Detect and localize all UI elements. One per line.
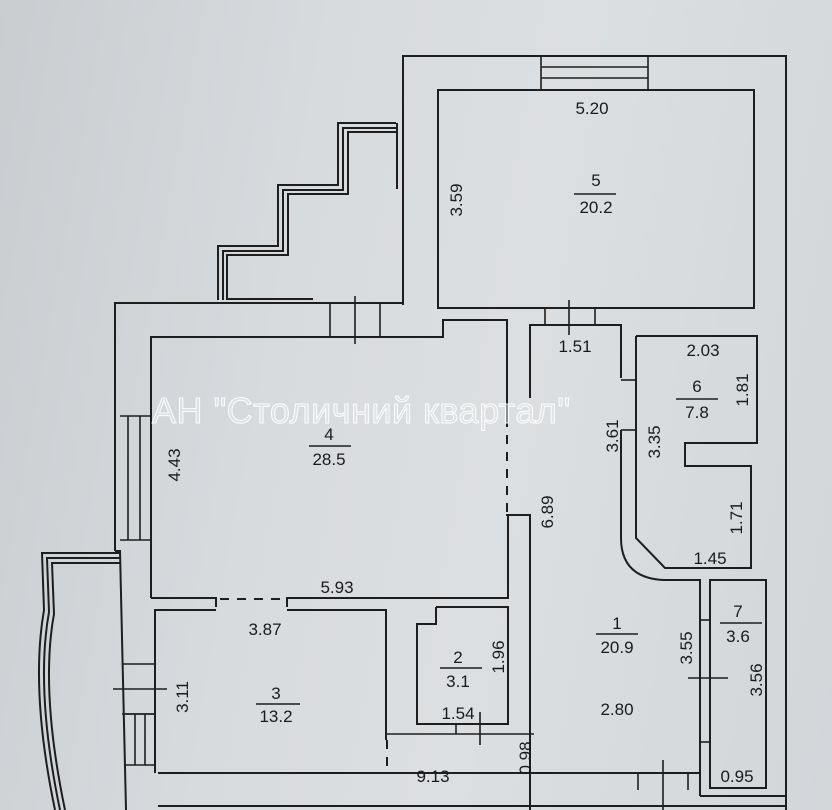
room-1-label: 1 20.9: [596, 614, 638, 657]
balcony: [38, 552, 120, 810]
watermark: АН "Столичний квартал": [152, 390, 571, 431]
room-3-walls: [113, 609, 387, 773]
dim-room6-bottom: 1.45: [693, 549, 726, 568]
dim-room5-width: 5.20: [575, 99, 608, 118]
dim-room4-width: 5.93: [320, 578, 353, 597]
dim-bottom-length: 9.13: [416, 767, 449, 786]
dim-room5-height: 3.59: [447, 183, 466, 216]
room-5-area: 20.2: [579, 198, 612, 217]
room-5-label: 5 20.2: [574, 171, 616, 217]
dim-corridor-length: 6.89: [538, 495, 557, 528]
dim-room3-left: 3.11: [173, 681, 192, 713]
dim-room2-bottom: 1.54: [441, 704, 474, 723]
staircase: [217, 122, 398, 300]
room-6-number: 6: [692, 377, 701, 396]
room-3-number: 3: [271, 684, 280, 703]
dim-corridor-top: 1.51: [558, 337, 591, 356]
dim-room3-top: 3.87: [248, 620, 281, 639]
dim-room6-right-lower: 1.71: [727, 501, 746, 534]
room-5-number: 5: [591, 171, 600, 190]
room-4-number: 4: [324, 425, 333, 444]
room-7-area: 3.6: [726, 627, 750, 646]
room-2-area: 3.1: [446, 672, 470, 691]
dim-room6-outer-left: 3.61: [603, 419, 622, 452]
dim-room7-bottom: 0.95: [720, 767, 753, 786]
room-4-walls: [120, 296, 531, 810]
room-6-walls: [635, 335, 758, 569]
room-5-walls: [437, 56, 755, 335]
room-6-label: 6 7.8: [676, 377, 718, 422]
dim-room6-top: 2.03: [686, 341, 719, 360]
room-6-area: 7.8: [685, 403, 709, 422]
outer-walls: [114, 55, 787, 810]
dim-room6-left: 3.35: [645, 425, 664, 458]
room-2-number: 2: [453, 648, 462, 667]
dim-room1-ceiling: 2.80: [600, 700, 633, 719]
room-2-walls: [386, 606, 534, 745]
dim-room2-right: 1.96: [489, 640, 508, 673]
room-1-number: 1: [612, 614, 621, 633]
room-2-label: 2 3.1: [440, 648, 482, 691]
dim-room4-height: 4.43: [165, 448, 184, 481]
room-1-area: 20.9: [600, 638, 633, 657]
room-7-walls: [709, 579, 767, 789]
room-3-label: 3 13.2: [256, 684, 300, 726]
dim-room1-right: 3.55: [677, 631, 696, 664]
room-7-number: 7: [733, 602, 742, 621]
room-4-area: 28.5: [312, 450, 345, 469]
room-4-label: 4 28.5: [309, 425, 351, 469]
room-3-area: 13.2: [259, 707, 292, 726]
room-1-walls: [158, 324, 786, 810]
dim-room7-right: 3.56: [747, 663, 766, 696]
dim-room6-right-upper: 1.81: [733, 373, 752, 406]
dim-passage-short: 0.98: [516, 741, 535, 774]
room-7-label: 7 3.6: [720, 602, 762, 646]
